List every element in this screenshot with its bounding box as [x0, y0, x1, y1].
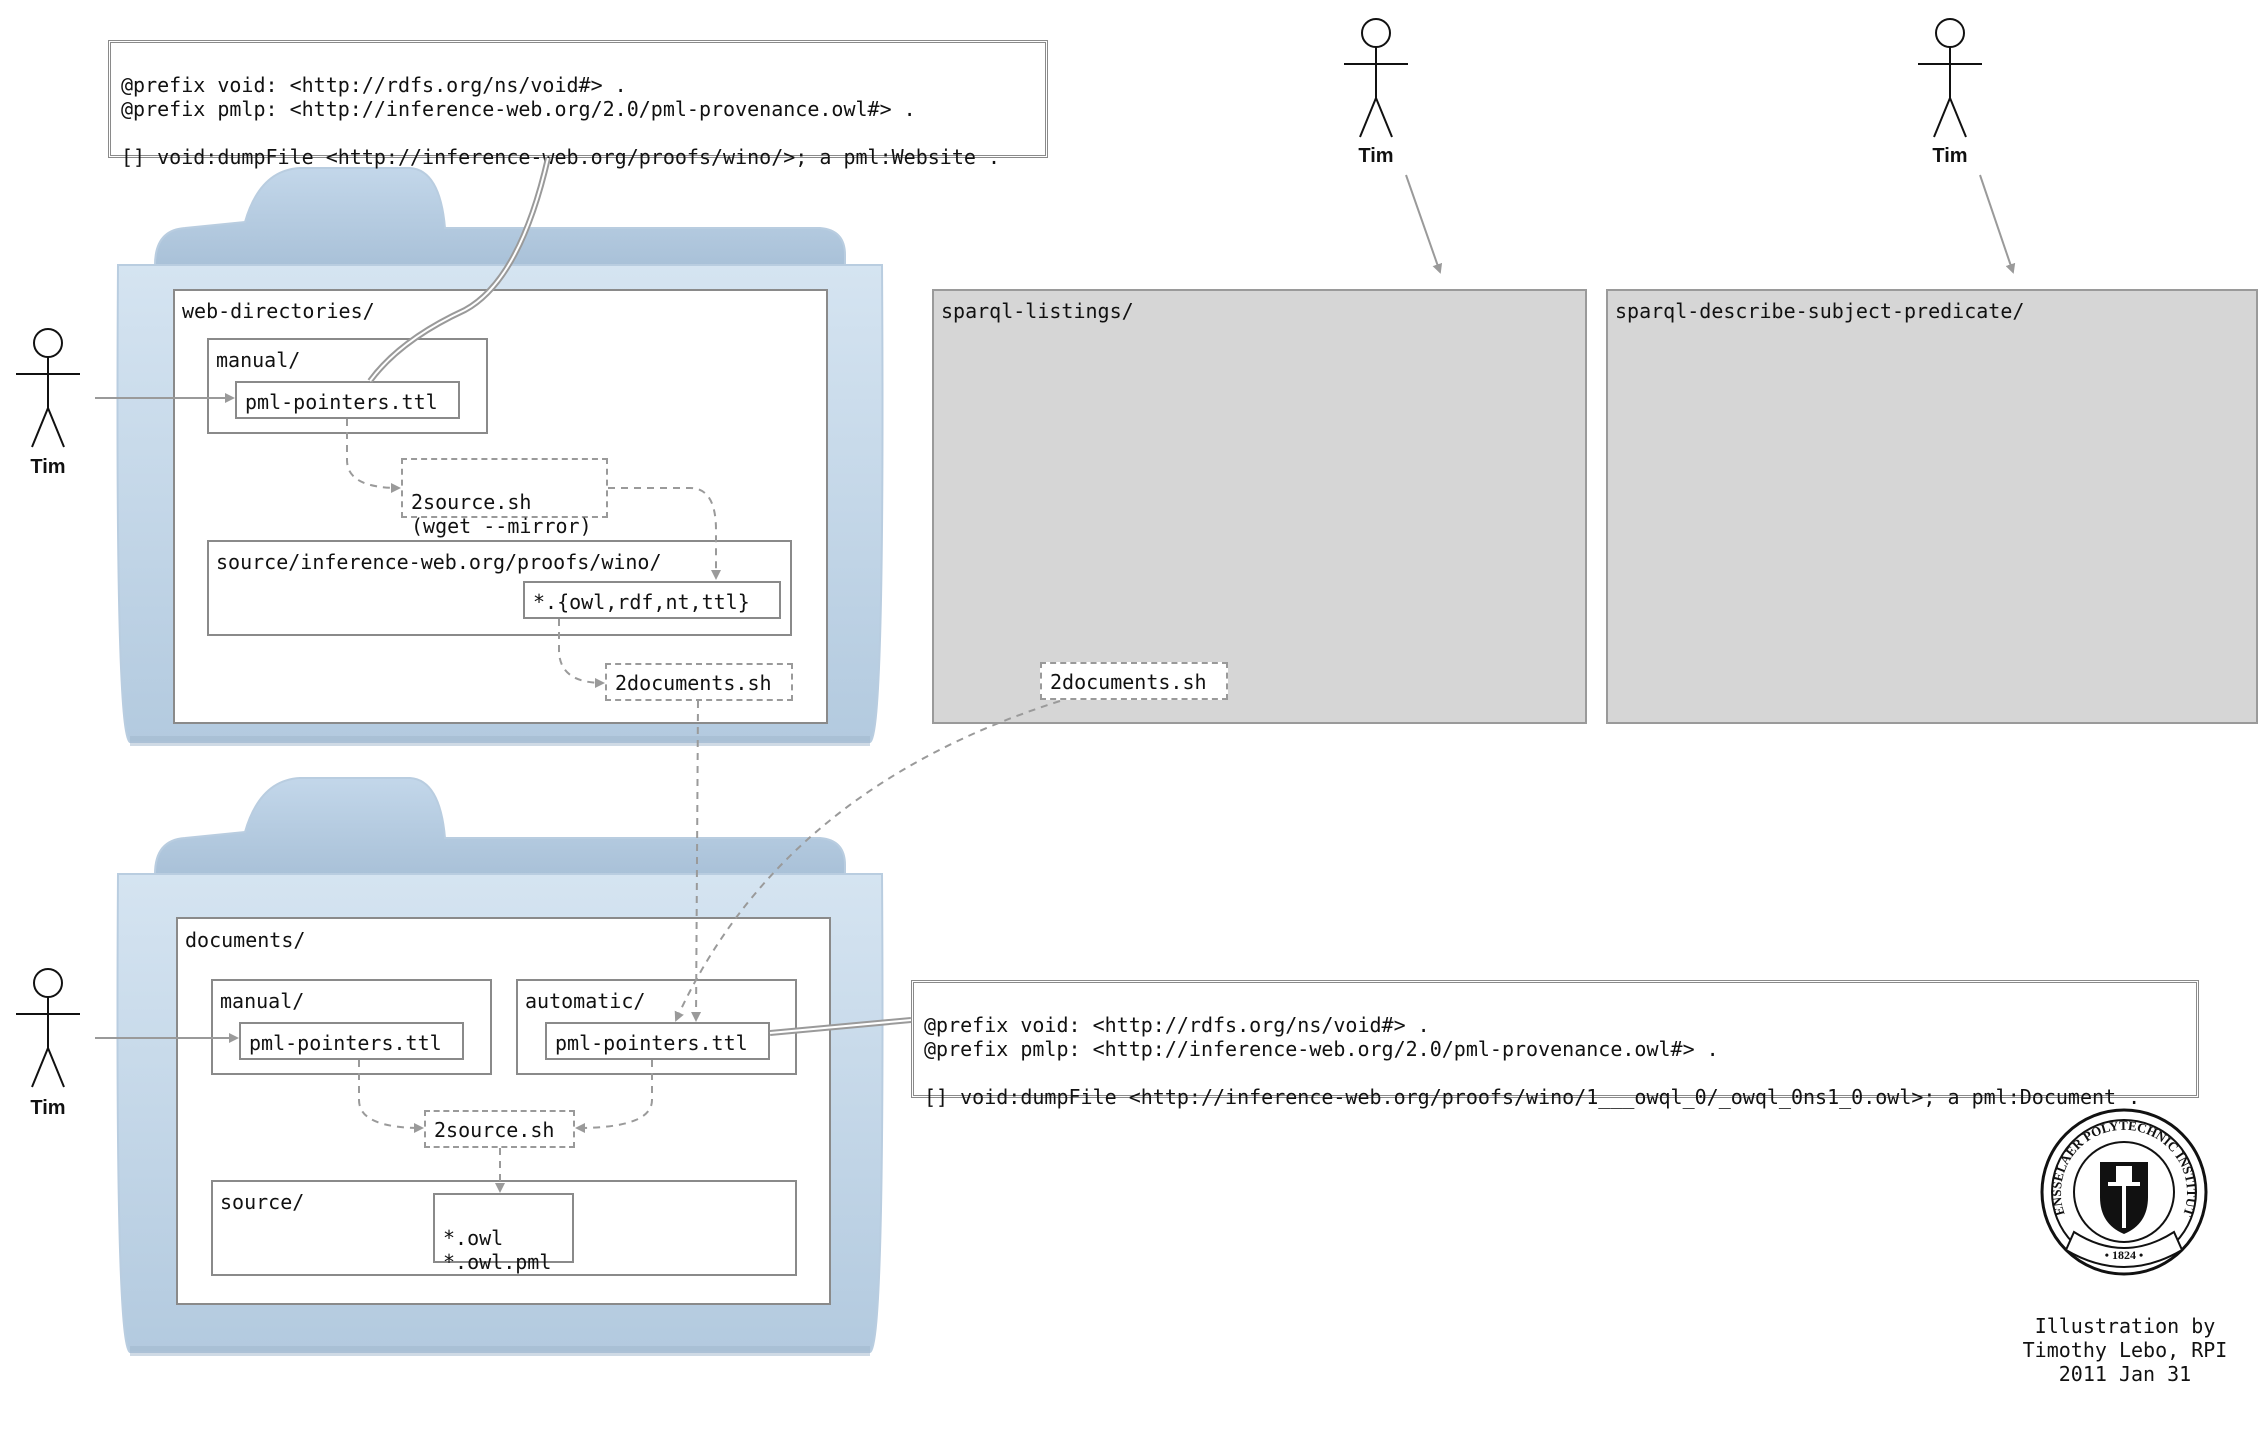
doc-source-label: source/	[220, 1190, 305, 1214]
svg-text:RENSSELAER POLYTECHNIC INSTITU: RENSSELAER POLYTECHNIC INSTITUTE	[2049, 1118, 2199, 1219]
tim-label-sparql-listings: Tim	[1358, 145, 1394, 167]
credit-line1: Illustration by	[2034, 1314, 2216, 1338]
sl-2documents-script[interactable]: 2documents.sh	[1040, 662, 1228, 700]
wd-manual-label: manual/	[216, 348, 301, 372]
doc-manual-label: manual/	[220, 989, 305, 1013]
sparql-describe-title: sparql-describe-subject-predicate/	[1615, 299, 2025, 323]
rpi-seal-icon	[2040, 1108, 2208, 1276]
doc-2source-script[interactable]: 2source.sh	[424, 1110, 575, 1148]
doc-owl-files[interactable]: *.owl*.owl.pml	[433, 1193, 574, 1274]
tim-figure-left-top	[16, 328, 80, 448]
wd-pml-pointers-file[interactable]: pml-pointers.ttl	[235, 381, 460, 419]
sparql-listings-panel: sparql-listings/	[932, 289, 1587, 724]
sparql-describe-panel: sparql-describe-subject-predicate/	[1606, 289, 2258, 724]
wd-2documents-script[interactable]: 2documents.sh	[605, 663, 793, 701]
top-prefix-line1: @prefix void: <http://rdfs.org/ns/void#>…	[121, 73, 627, 97]
bottom-prefix-line1: @prefix void: <http://rdfs.org/ns/void#>…	[924, 1013, 1430, 1037]
seal-year: • 1824 •	[2104, 1248, 2144, 1262]
seal-ring-text: RENSSELAER POLYTECHNIC INSTITUTE	[2049, 1118, 2199, 1219]
top-prefix-line4: [] void:dumpFile <http://inference-web.o…	[121, 145, 1000, 169]
sparql-listings-title: sparql-listings/	[941, 299, 1134, 323]
bottom-prefix-line2: @prefix pmlp: <http://inference-web.org/…	[924, 1037, 1719, 1061]
credit-line3: 2011 Jan 31	[2058, 1362, 2192, 1386]
tim-figure-left-bottom	[16, 968, 80, 1088]
web-directories-title: web-directories/	[182, 299, 375, 323]
wd-source-label: source/inference-web.org/proofs/wino/	[216, 550, 662, 574]
doc-manual-pml-file[interactable]: pml-pointers.ttl	[239, 1022, 464, 1060]
doc-owl: *.owl	[443, 1226, 504, 1250]
doc-automatic-label: automatic/	[525, 989, 646, 1013]
tim-label-left-top: Tim	[30, 456, 66, 478]
credit-line2: Timothy Lebo, RPI	[2022, 1338, 2228, 1362]
doc-automatic-pml-file[interactable]: pml-pointers.ttl	[545, 1022, 770, 1060]
wd-2source-line1: 2source.sh	[411, 490, 532, 514]
doc-owl-pml: *.owl.pml	[443, 1250, 552, 1274]
wd-files[interactable]: *.{owl,rdf,nt,ttl}	[523, 581, 781, 619]
tim-figure-sparql-listings	[1344, 18, 1408, 138]
wd-2source-script[interactable]: 2source.sh(wget --mirror)	[401, 458, 608, 538]
tim-figure-sparql-describe	[1918, 18, 1982, 138]
tim-label-sparql-describe: Tim	[1932, 145, 1968, 167]
bottom-prefix-line4: [] void:dumpFile <http://inference-web.o…	[924, 1085, 2141, 1109]
documents-title: documents/	[185, 928, 306, 952]
top-prefix-box: @prefix void: <http://rdfs.org/ns/void#>…	[108, 40, 1048, 169]
top-prefix-line2: @prefix pmlp: <http://inference-web.org/…	[121, 97, 916, 121]
rpi-seal: RENSSELAER POLYTECHNIC INSTITUTE • 1824 …	[2042, 1110, 2206, 1274]
wd-2source-line2: (wget --mirror)	[411, 514, 592, 538]
bottom-prefix-box: @prefix void: <http://rdfs.org/ns/void#>…	[911, 980, 2199, 1109]
tim-label-left-bottom: Tim	[30, 1097, 66, 1119]
